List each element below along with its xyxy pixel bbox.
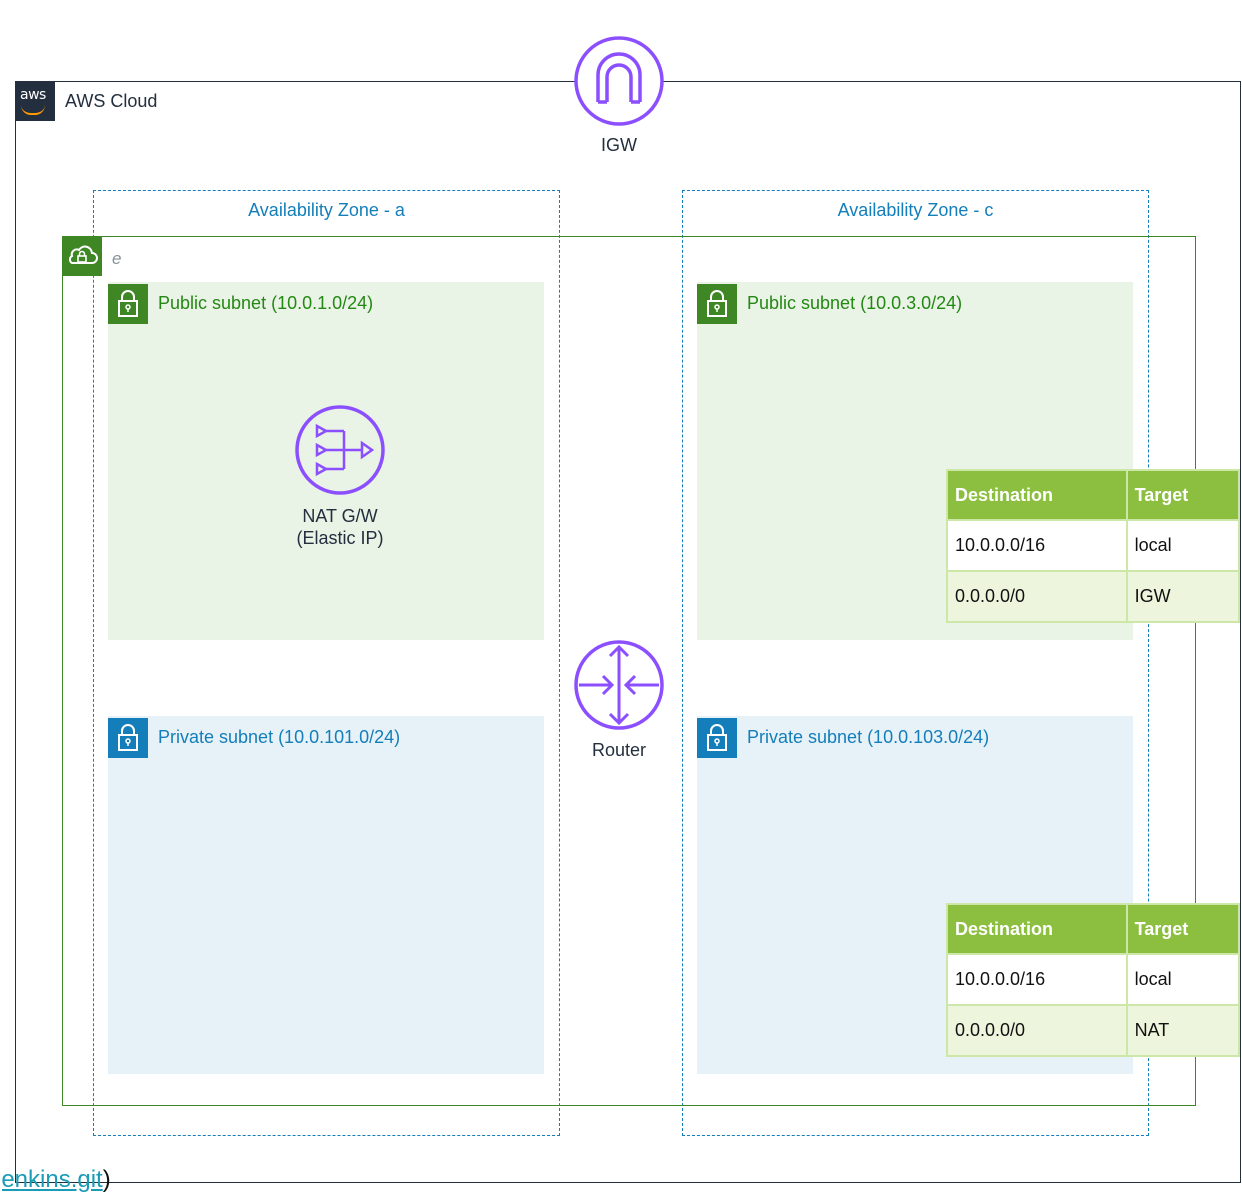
private-subnet-c-label: Private subnet (10.0.103.0/24) xyxy=(747,727,990,747)
public-subnet-a-lock-icon xyxy=(108,284,148,324)
router-label: Router xyxy=(591,740,647,760)
availability-zone-a xyxy=(93,190,560,1136)
availability-zone-c-label: Availability Zone - c xyxy=(837,200,994,220)
route-destination-cell: 0.0.0.0/0 xyxy=(946,1004,1128,1057)
vpc-cloud-lock-icon xyxy=(62,236,102,276)
route-destination-cell: 0.0.0.0/0 xyxy=(946,570,1128,623)
aws-cloud-label: AWS Cloud xyxy=(65,91,158,111)
nat-gateway-label: NAT G/W (Elastic IP) xyxy=(240,505,440,549)
route-target-cell: NAT xyxy=(1125,1004,1241,1057)
route-table-header-target: Target xyxy=(1125,903,1241,955)
route-target-cell: local xyxy=(1125,953,1241,1006)
private-subnet-a xyxy=(108,716,544,1074)
route-table-row: 10.0.0.0/16 local xyxy=(946,953,1241,1006)
nat-gateway-icon xyxy=(294,404,386,496)
aws-logo-text: aws xyxy=(20,87,46,103)
route-table-header-destination: Destination xyxy=(946,903,1128,955)
footer-link-fragment: jenkins.git) xyxy=(0,1166,111,1194)
route-table-header-row: Destination Target xyxy=(946,469,1241,521)
route-table-row: 0.0.0.0/0 IGW xyxy=(946,570,1241,623)
private-subnet-c-lock-icon xyxy=(697,718,737,758)
route-table-header-row: Destination Target xyxy=(946,903,1241,955)
route-table-header-destination: Destination xyxy=(946,469,1128,521)
route-target-cell: local xyxy=(1125,519,1241,572)
footer-link-suffix: ) xyxy=(102,1166,111,1193)
availability-zone-a-label: Availability Zone - a xyxy=(248,200,405,220)
internet-gateway-icon xyxy=(573,35,665,127)
route-destination-cell: 10.0.0.0/16 xyxy=(946,953,1128,1006)
vpc-group xyxy=(62,236,1196,1106)
public-subnet-c-label: Public subnet (10.0.3.0/24) xyxy=(747,293,963,313)
route-table-header-target: Target xyxy=(1125,469,1241,521)
router-icon xyxy=(573,639,665,731)
private-route-table: Destination Target 10.0.0.0/16 local 0.0… xyxy=(946,903,1241,1057)
route-destination-cell: 10.0.0.0/16 xyxy=(946,519,1128,572)
private-subnet-a-lock-icon xyxy=(108,718,148,758)
route-table-row: 10.0.0.0/16 local xyxy=(946,519,1241,572)
route-target-cell: IGW xyxy=(1125,570,1241,623)
nat-gateway-label-line1: NAT G/W xyxy=(302,506,378,526)
public-subnet-a-label: Public subnet (10.0.1.0/24) xyxy=(158,293,374,313)
nat-gateway-label-line2: (Elastic IP) xyxy=(296,528,384,548)
private-subnet-a-label: Private subnet (10.0.101.0/24) xyxy=(158,727,401,747)
jenkins-git-link[interactable]: jenkins.git xyxy=(0,1166,103,1193)
public-subnet-c-lock-icon xyxy=(697,284,737,324)
aws-smile-mark xyxy=(21,105,45,115)
availability-zone-c xyxy=(682,190,1149,1136)
route-table-row: 0.0.0.0/0 NAT xyxy=(946,1004,1241,1057)
vpc-label: e xyxy=(112,249,122,268)
igw-label: IGW xyxy=(601,135,637,155)
aws-logo-icon: aws xyxy=(15,81,55,121)
public-route-table: Destination Target 10.0.0.0/16 local 0.0… xyxy=(946,469,1241,623)
